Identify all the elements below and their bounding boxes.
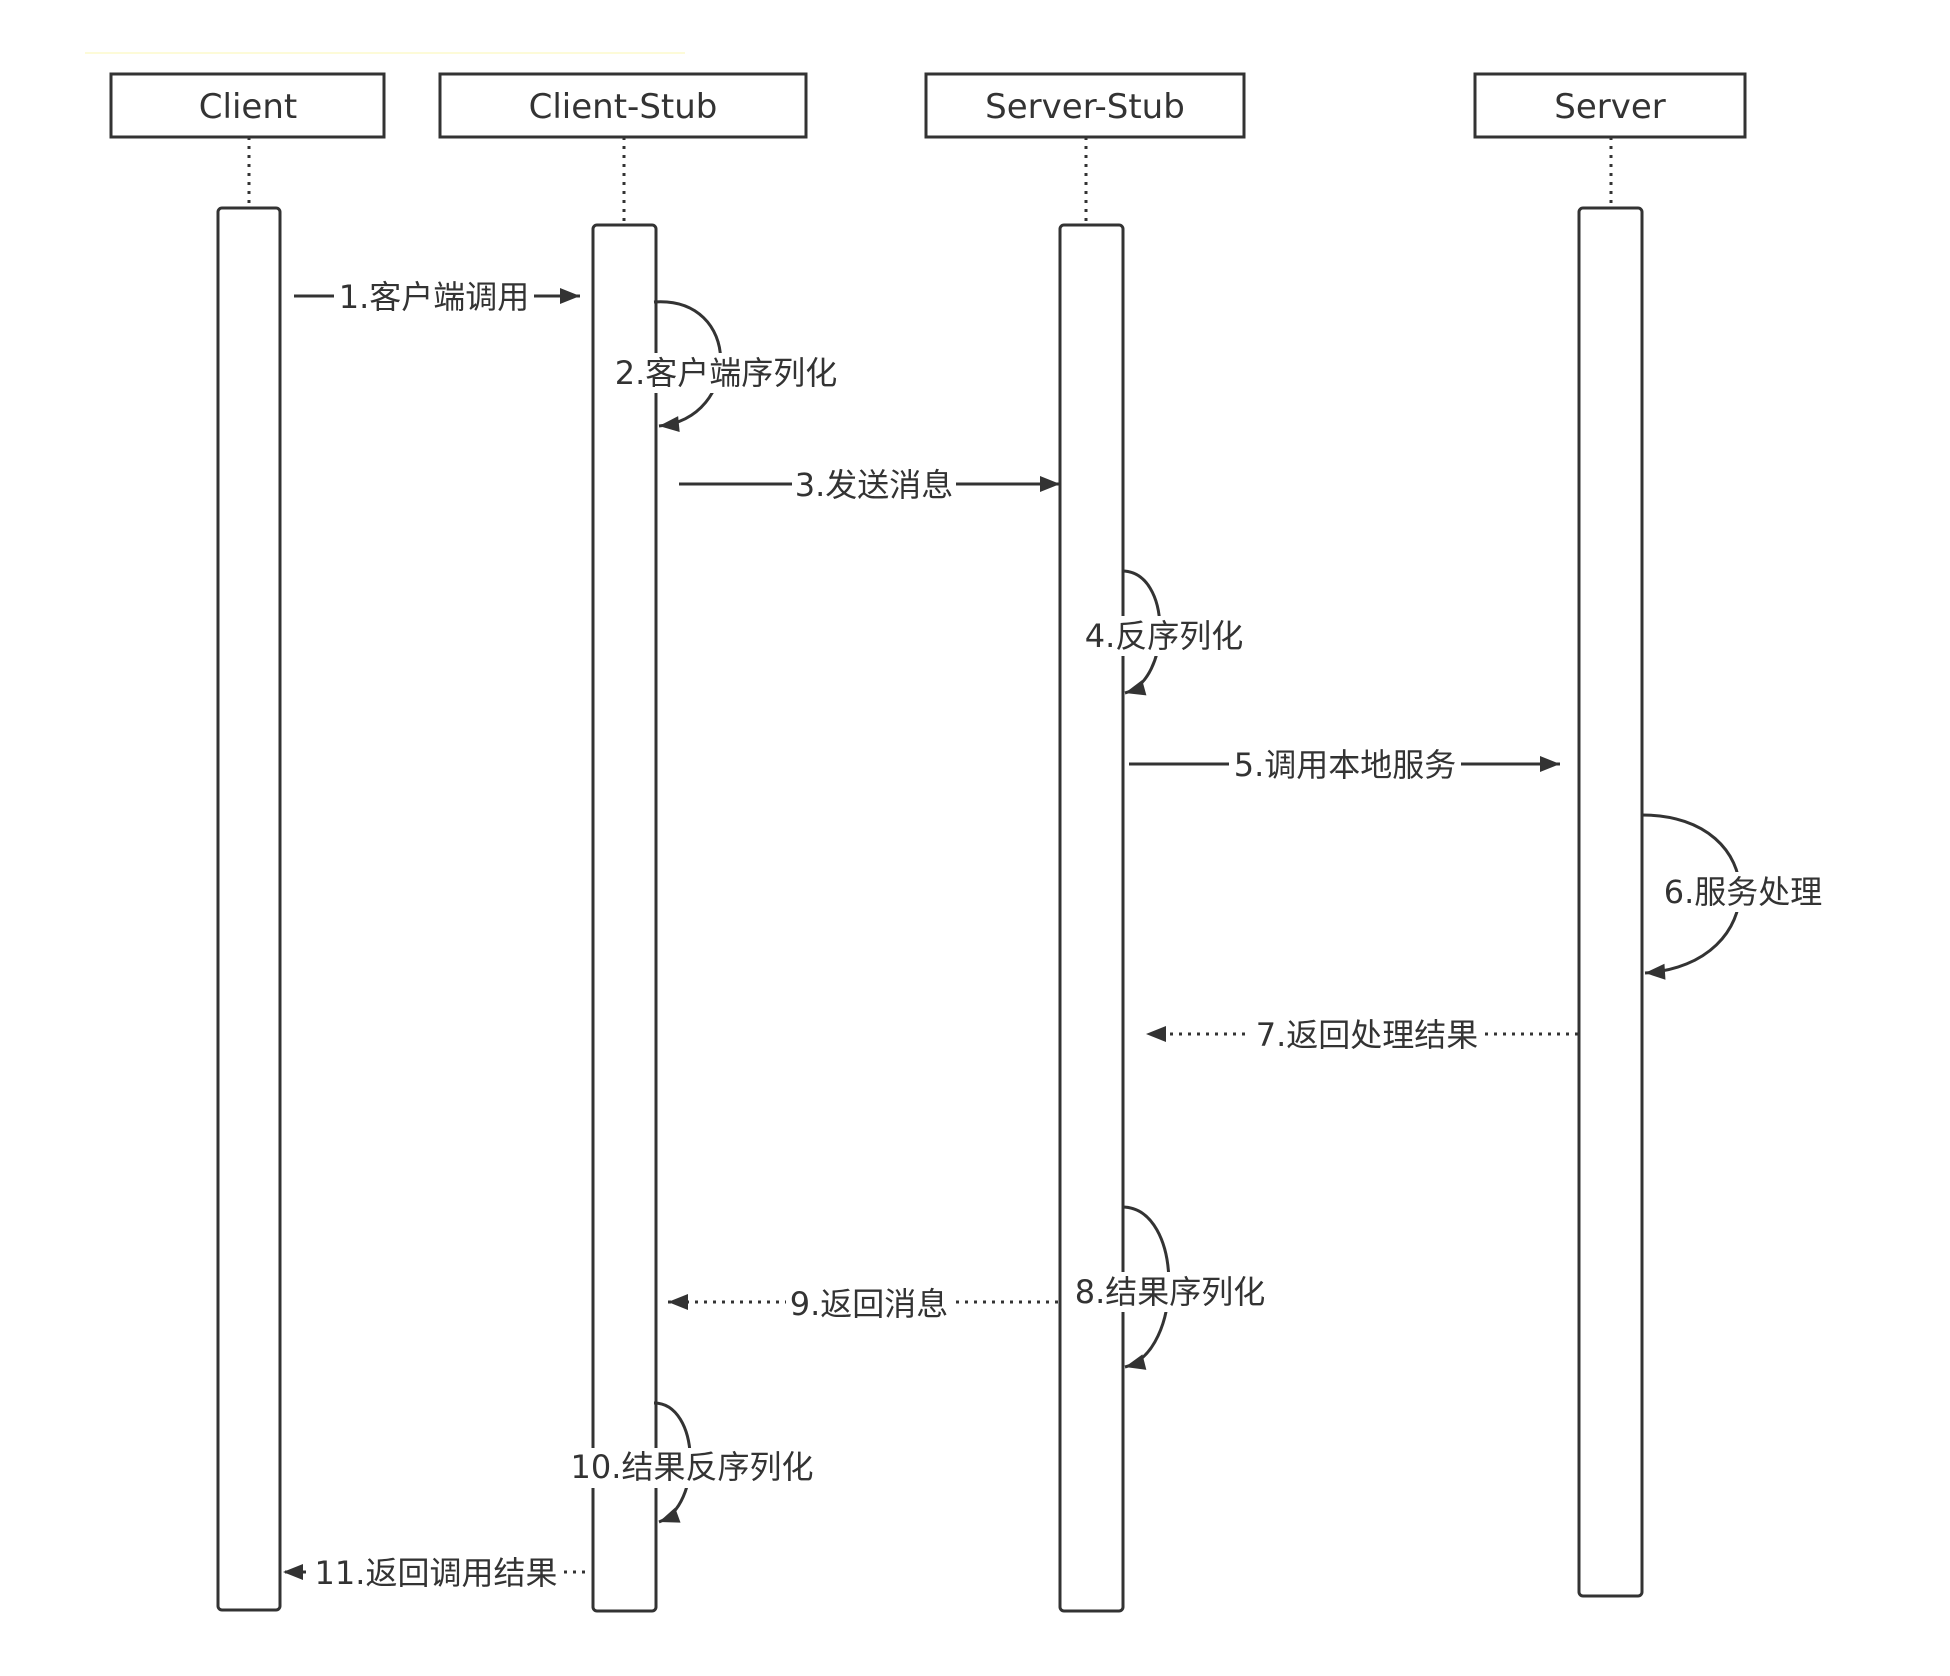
activation-bar bbox=[216, 206, 282, 1612]
participant-client: Client bbox=[109, 72, 386, 1612]
message-3: 3.发送消息 bbox=[679, 464, 1060, 504]
label-background bbox=[1660, 872, 1826, 912]
activation-bar bbox=[1058, 223, 1125, 1613]
message-8: 8.结果序列化 bbox=[1070, 1205, 1270, 1370]
participant-label: Client-Stub bbox=[529, 87, 718, 127]
activation-bar bbox=[1577, 206, 1644, 1598]
message-4: 4.反序列化 bbox=[1080, 569, 1248, 696]
activation-bar bbox=[591, 223, 658, 1613]
participant-server: Server bbox=[1473, 72, 1747, 1598]
message-label: 11.返回调用结果 bbox=[315, 1554, 558, 1592]
message-11: 11.返回调用结果 bbox=[283, 1552, 585, 1592]
message-label: 7.返回处理结果 bbox=[1256, 1016, 1479, 1054]
message-label: 6.服务处理 bbox=[1664, 873, 1823, 911]
label-background bbox=[566, 1448, 818, 1488]
participant-server-stub: Server-Stub bbox=[924, 72, 1246, 1613]
participant-label: Server-Stub bbox=[985, 87, 1185, 127]
participant-client-stub: Client-Stub bbox=[438, 72, 808, 1613]
label-background bbox=[610, 353, 842, 393]
message-2: 2.客户端序列化 bbox=[610, 300, 842, 433]
message-label: 1.客户端调用 bbox=[339, 278, 530, 316]
label-background bbox=[1229, 744, 1461, 784]
label-background bbox=[792, 464, 956, 504]
participant-box bbox=[1473, 72, 1747, 139]
message-6: 6.服务处理 bbox=[1641, 813, 1826, 980]
participant-label: Client bbox=[199, 87, 297, 127]
message-1: 1.客户端调用 bbox=[294, 276, 580, 316]
message-9: 9.返回消息 bbox=[668, 1284, 1058, 1324]
message-label: 3.发送消息 bbox=[795, 466, 954, 504]
message-10: 10.结果反序列化 bbox=[566, 1401, 818, 1524]
message-7: 7.返回处理结果 bbox=[1146, 1014, 1578, 1054]
message-label: 8.结果序列化 bbox=[1075, 1273, 1266, 1311]
label-background bbox=[1070, 1272, 1270, 1312]
participant-box bbox=[924, 72, 1246, 139]
message-5: 5.调用本地服务 bbox=[1129, 744, 1560, 784]
message-label: 10.结果反序列化 bbox=[571, 1448, 814, 1486]
label-background bbox=[1250, 1014, 1484, 1054]
label-background bbox=[334, 276, 534, 316]
message-label: 2.客户端序列化 bbox=[615, 354, 838, 392]
message-label: 9.返回消息 bbox=[790, 1285, 949, 1323]
label-background bbox=[308, 1552, 564, 1592]
label-background bbox=[786, 1284, 952, 1324]
participant-box bbox=[438, 72, 808, 139]
label-background bbox=[1080, 616, 1248, 656]
message-label: 5.调用本地服务 bbox=[1234, 746, 1457, 784]
message-label: 4.反序列化 bbox=[1085, 617, 1244, 655]
participant-label: Server bbox=[1554, 87, 1666, 127]
